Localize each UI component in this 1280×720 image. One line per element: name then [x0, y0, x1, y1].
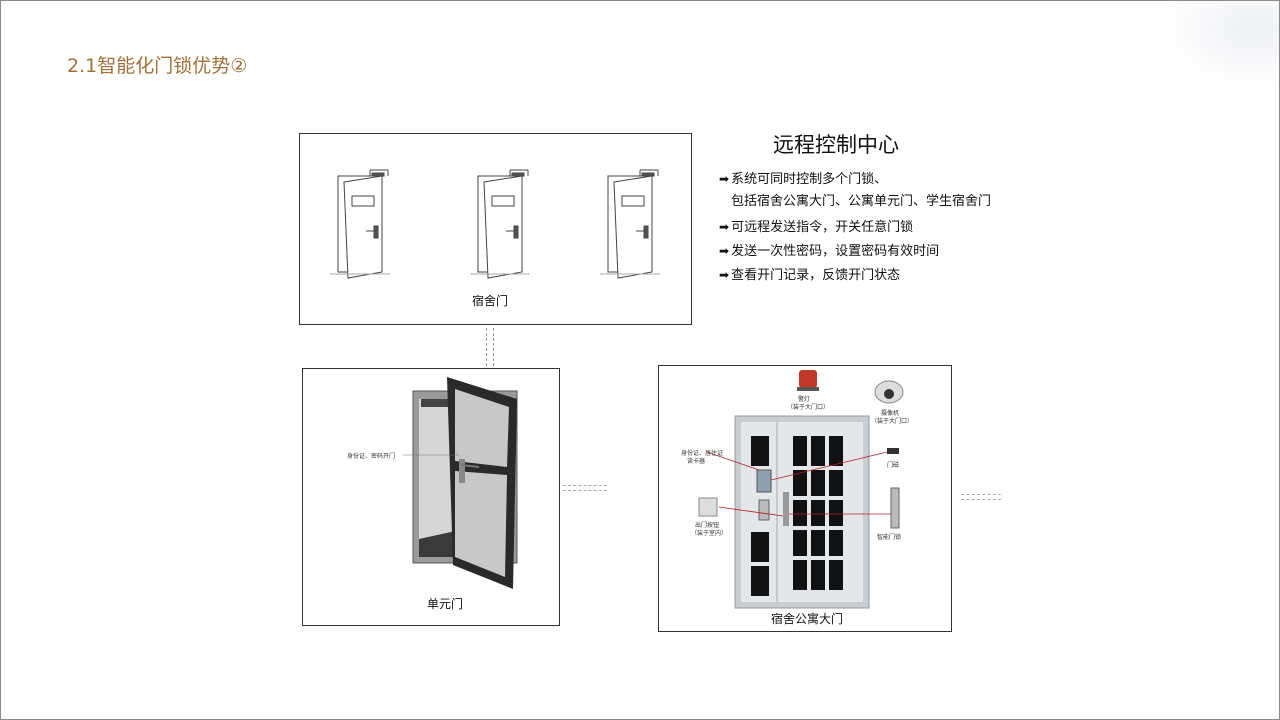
connector-right	[961, 494, 1001, 500]
bullet-2: ➡可远程发送指令，开关任意门锁	[719, 220, 914, 235]
arrow-icon: ➡	[719, 172, 730, 186]
connector-left	[563, 485, 607, 491]
label-exit-note: （装于室内）	[691, 530, 728, 537]
label-alarm: 警灯	[798, 396, 811, 403]
arrow-icon: ➡	[719, 268, 730, 282]
arrow-icon: ➡	[719, 220, 730, 234]
label-alarm-note: （装于大门口）	[787, 404, 830, 411]
unit-door-panel: 身份证、密码开门 单元门	[302, 368, 560, 626]
label-exit-button: 出门按钮	[695, 522, 720, 529]
dorm-door-panel: 宿舍门	[299, 133, 692, 325]
main-gate-panel: 警灯 （装于大门口） 摄像机 （装于大门口） 身份证、居住证 读卡器 门磁 出门…	[658, 365, 952, 632]
dorm-doors-illustration	[330, 169, 661, 279]
bullet-3: ➡发送一次性密码，设置密码有效时间	[719, 244, 940, 259]
label-reader-2: 读卡器	[687, 458, 706, 465]
dorm-door-caption: 宿舍门	[472, 294, 509, 308]
unit-door-caption: 单元门	[427, 597, 464, 611]
bullet-1: ➡系统可同时控制多个门锁、	[719, 172, 888, 187]
bullet-1-cont: 包括宿舍公寓大门、公寓单元门、学生宿舍门	[731, 194, 992, 209]
main-gate-illustration	[698, 370, 904, 609]
bullet-4: ➡查看开门记录，反馈开门状态	[719, 268, 901, 283]
label-smart-lock: 智能门锁	[877, 534, 902, 541]
label-door-sensor: 门磁	[887, 462, 900, 469]
unit-door-illustration	[403, 377, 518, 589]
label-reader: 身份证、居住证	[681, 450, 724, 457]
connector-vertical	[486, 328, 494, 366]
label-camera-note: （装于大门口）	[871, 418, 914, 425]
corner-glow	[1159, 1, 1279, 91]
arrow-icon: ➡	[719, 244, 730, 258]
label-camera: 摄像机	[881, 410, 900, 417]
unit-door-label: 身份证、密码开门	[347, 453, 396, 460]
main-gate-caption: 宿舍公寓大门	[771, 612, 844, 626]
remote-control-title: 远程控制中心	[773, 133, 899, 157]
slide-title: 2.1智能化门锁优势②	[67, 55, 248, 77]
